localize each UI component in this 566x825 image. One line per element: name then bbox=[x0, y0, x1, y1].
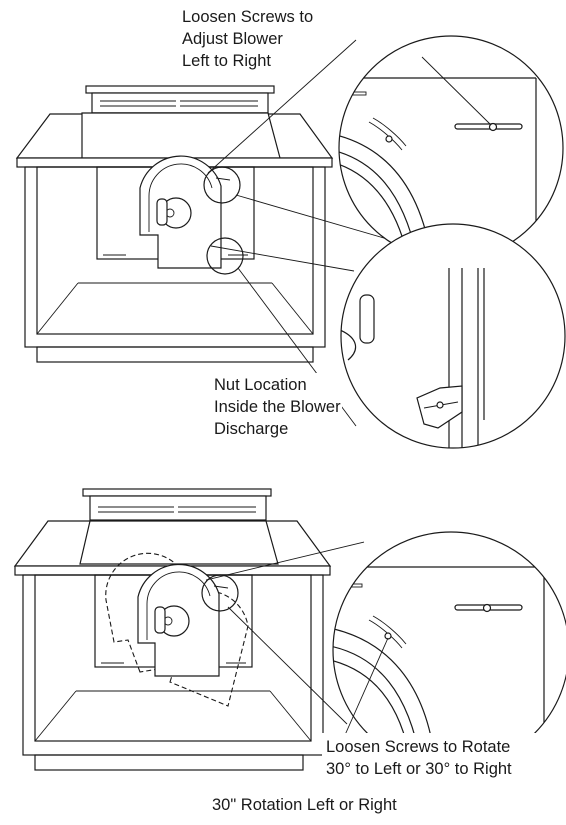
bottom-detail-marker bbox=[201, 574, 239, 612]
svg-text:30° to Left or 30° to Right: 30° to Left or 30° to Right bbox=[326, 760, 512, 778]
bottom-blower-unit bbox=[94, 552, 253, 707]
rotate-callout-leader bbox=[344, 637, 389, 736]
svg-text:Nut Location: Nut Location bbox=[214, 376, 307, 394]
screw-callout-leader bbox=[421, 56, 492, 126]
callout-nut-location: Nut Location Inside the Blower Discharge bbox=[210, 373, 342, 443]
svg-text:Loosen Screws to: Loosen Screws to bbox=[182, 8, 313, 26]
bottom-cabinet-assembly bbox=[13, 488, 332, 771]
svg-text:Discharge: Discharge bbox=[214, 420, 288, 438]
top-detail-marker-lower bbox=[206, 237, 244, 275]
diagram-caption: 30" Rotation Left or Right bbox=[212, 796, 397, 814]
zoom-detail-nut-location bbox=[340, 223, 566, 449]
bottom-downdraft-vent bbox=[82, 488, 272, 521]
svg-text:Left to Right: Left to Right bbox=[182, 52, 271, 70]
top-detail-marker-upper bbox=[203, 166, 241, 204]
svg-text:Inside the Blower: Inside the Blower bbox=[214, 398, 341, 416]
svg-text:Adjust Blower: Adjust Blower bbox=[182, 30, 283, 48]
top-zoom-leader-lines bbox=[207, 39, 433, 427]
top-cabinet-assembly bbox=[15, 85, 334, 363]
svg-text:Loosen Screws to Rotate: Loosen Screws to Rotate bbox=[326, 738, 510, 756]
callout-screws-adjust: Loosen Screws to Adjust Blower Left to R… bbox=[182, 8, 313, 70]
bottom-zoom-leader-lines bbox=[205, 541, 365, 725]
zoom-detail-screw-slots bbox=[338, 35, 564, 261]
top-blower-unit bbox=[96, 155, 255, 269]
callout-screws-rotate: Loosen Screws to Rotate 30° to Left or 3… bbox=[322, 733, 547, 779]
